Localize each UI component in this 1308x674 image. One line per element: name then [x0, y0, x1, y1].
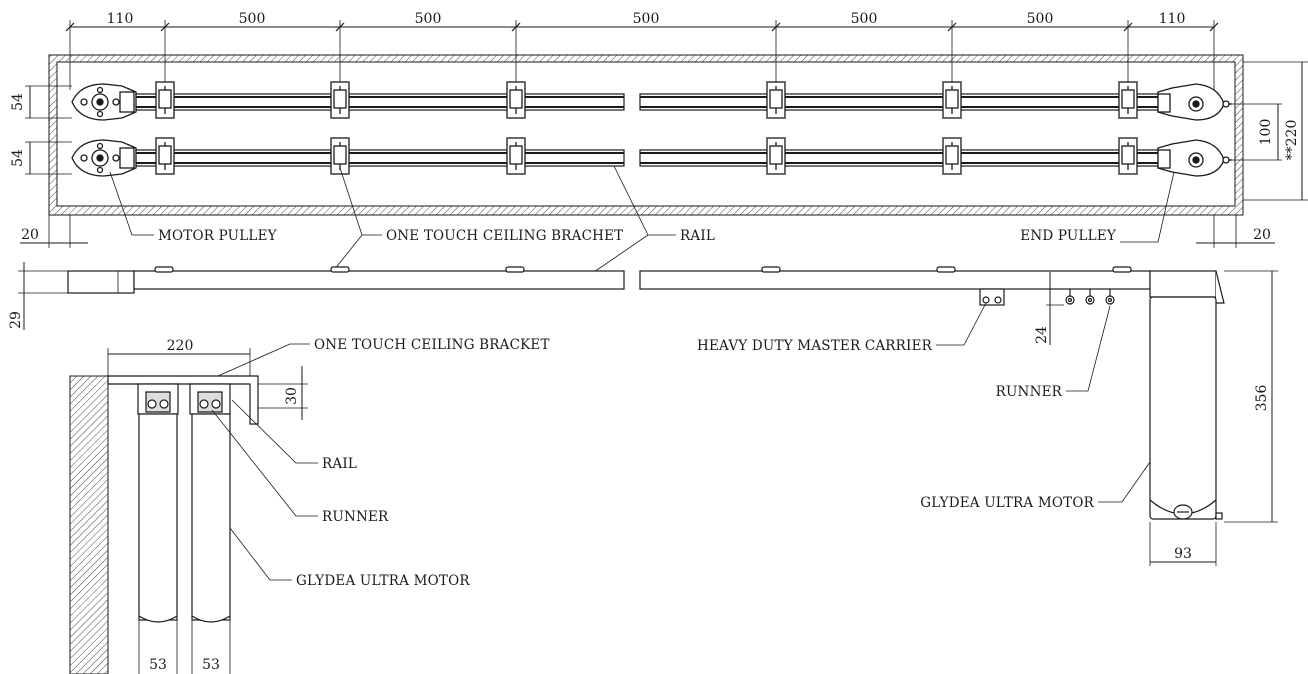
- side-bracket: [936, 266, 956, 273]
- dim-right-220: **220: [1284, 120, 1300, 161]
- section-motors: [138, 413, 231, 623]
- dim-left-54-a: 54: [10, 93, 26, 111]
- side-master-carrier: [979, 288, 1005, 306]
- side-rail-right: [639, 270, 1151, 290]
- plan-callouts: MOTOR PULLEY ONE TOUCH CEILING BRACHET R…: [109, 165, 1175, 273]
- dim-top-5: 500: [1027, 11, 1054, 27]
- plan-frame-inner: [56, 61, 1236, 207]
- label-motor-pulley: MOTOR PULLEY: [158, 228, 278, 244]
- end-pulley-upper: [1157, 83, 1232, 121]
- bracket: [155, 81, 175, 119]
- dim-section-30: 30: [284, 387, 300, 405]
- left-54-dims: 54 54: [10, 85, 72, 175]
- dim-left-54-b: 54: [10, 149, 26, 167]
- bracket: [506, 137, 526, 175]
- motor-pulley-lower: [71, 139, 137, 177]
- end-pulley-lower: [1157, 139, 1232, 177]
- bracket: [942, 81, 962, 119]
- dim-top-1: 500: [239, 11, 266, 27]
- bracket: [766, 137, 786, 175]
- side-runners: [1065, 289, 1115, 305]
- section-ceiling-bracket: [107, 375, 259, 425]
- bracket: [506, 81, 526, 119]
- dim-top-6: 110: [1159, 11, 1186, 27]
- label-rail-section: RAIL: [322, 456, 357, 472]
- dim-top-3: 500: [633, 11, 660, 27]
- dim-top-4: 500: [851, 11, 878, 27]
- label-end-pulley: END PULLEY: [1020, 228, 1117, 244]
- right-height-dims: 100 **220: [1232, 61, 1308, 201]
- label-one-touch-ceiling-brachet: ONE TOUCH CEILING BRACHET: [386, 228, 623, 244]
- dim-side-93: 93: [1174, 546, 1192, 562]
- side-bracket: [330, 266, 350, 273]
- bracket: [330, 137, 350, 175]
- side-motor-end: [67, 270, 135, 294]
- side-callouts: HEAVY DUTY MASTER CARRIER RUNNER GLYDEA …: [697, 302, 1151, 511]
- label-glydea-ultra-motor-section: GLYDEA ULTRA MOTOR: [296, 573, 470, 589]
- dim-side-24: 24: [1034, 326, 1050, 344]
- label-runner-side: RUNNER: [996, 384, 1063, 400]
- cross-section: 220 30 53 53 ONE TOUCH CEILING BRACKET R…: [69, 337, 550, 674]
- plan-view: 110 500 500 500 500 500 110: [10, 11, 1308, 273]
- bracket: [1118, 137, 1138, 175]
- bracket: [330, 81, 350, 119]
- side-dims: 29 24 356 93: [8, 262, 1278, 566]
- dim-side-29: 29: [8, 311, 24, 329]
- bracket: [155, 137, 175, 175]
- section-wall: [69, 375, 109, 674]
- dim-section-220: 220: [167, 338, 194, 354]
- side-bracket: [761, 266, 781, 273]
- label-one-touch-ceiling-bracket: ONE TOUCH CEILING BRACKET: [314, 337, 550, 353]
- plan-brackets: [155, 81, 1138, 175]
- label-glydea-ultra-motor-side: GLYDEA ULTRA MOTOR: [920, 495, 1094, 511]
- dim-top-2: 500: [415, 11, 442, 27]
- top-dimension-chain: 110 500 500 500 500 500 110: [65, 11, 1219, 90]
- dim-section-53-a: 53: [149, 657, 167, 673]
- side-bracket: [154, 266, 174, 273]
- motor-pulley-upper: [71, 83, 137, 121]
- dim-right-100: 100: [1258, 119, 1274, 146]
- label-heavy-duty-master-carrier: HEAVY DUTY MASTER CARRIER: [697, 338, 933, 354]
- side-bracket: [1112, 266, 1132, 273]
- label-rail-top: RAIL: [680, 228, 715, 244]
- bracket: [942, 137, 962, 175]
- dim-top-0: 110: [107, 11, 134, 27]
- label-runner-section: RUNNER: [322, 509, 389, 525]
- section-rails: [137, 383, 231, 415]
- side-elevation: 29 24 356 93 HEAVY DUTY MASTER CARRIER R…: [8, 262, 1278, 566]
- dim-section-53-b: 53: [202, 657, 220, 673]
- dim-side-356: 356: [1254, 385, 1270, 412]
- dim-left-20: 20: [21, 227, 39, 243]
- bracket: [766, 81, 786, 119]
- side-bracket: [505, 266, 525, 273]
- offset-20-dims: 20 20: [20, 215, 1275, 248]
- side-rail-left: [133, 270, 625, 290]
- side-glydea-motor: [1149, 270, 1225, 520]
- bracket: [1118, 81, 1138, 119]
- dim-right-20: 20: [1253, 227, 1271, 243]
